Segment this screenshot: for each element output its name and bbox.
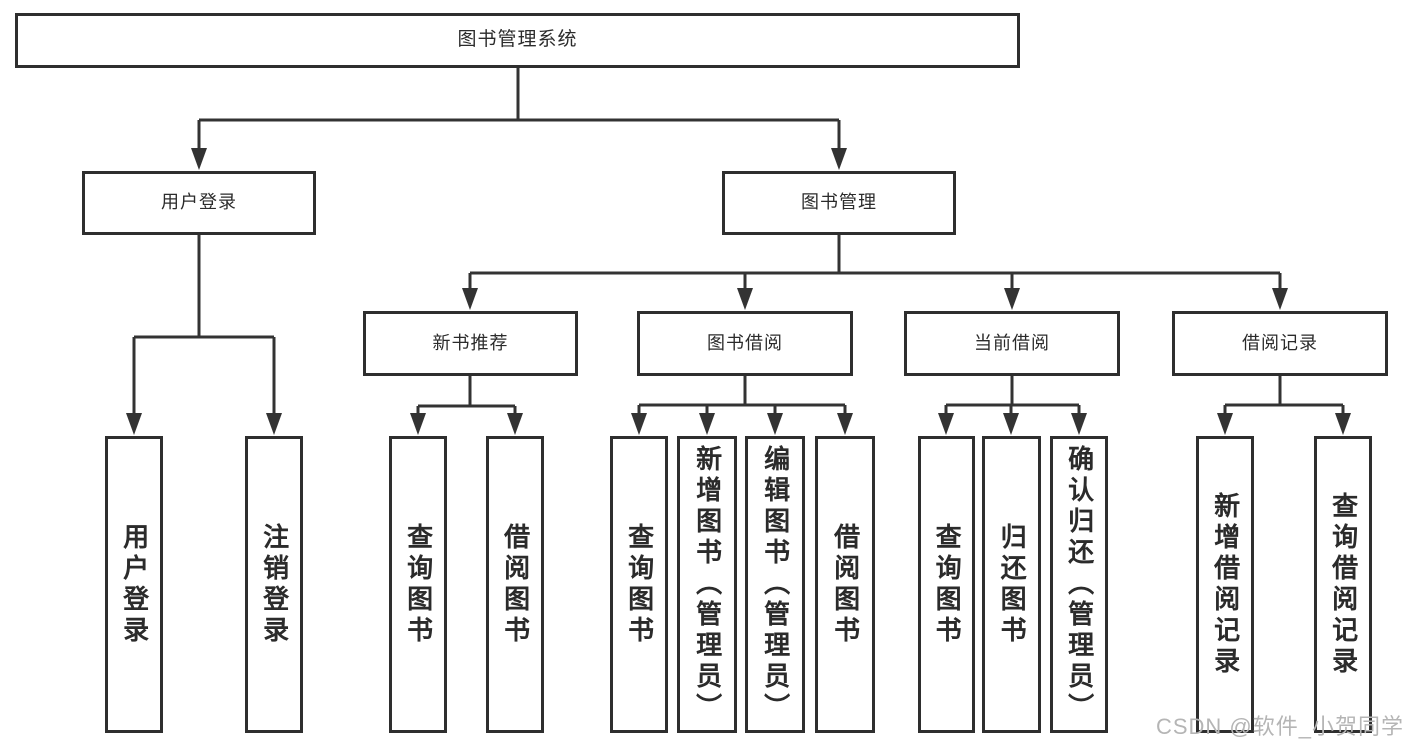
node-label: 用户登录 xyxy=(119,522,150,647)
node-label: 图书管理系统 xyxy=(457,29,578,51)
node-leaf-query-book-borrow: 查询图书 xyxy=(610,436,668,733)
node-leaf-confirm-return-admin: 确认归还（管理员） xyxy=(1050,436,1108,733)
arrowhead xyxy=(831,148,847,170)
arrowhead xyxy=(767,413,783,435)
node-label: 图书借阅 xyxy=(707,332,783,353)
node-label: 新书推荐 xyxy=(432,332,509,353)
node-leaf-query-borrow-record: 查询借阅记录 xyxy=(1314,436,1372,733)
node-leaf-query-book-newrec: 查询图书 xyxy=(389,436,447,733)
node-label: 查询图书 xyxy=(624,522,655,647)
connector-book-mgmt xyxy=(462,235,1288,310)
arrowhead xyxy=(1004,288,1020,310)
arrowhead xyxy=(631,413,647,435)
node-label: 查询借阅记录 xyxy=(1328,491,1359,678)
node-label: 确认归还（管理员） xyxy=(1064,445,1095,724)
arrowhead xyxy=(410,413,426,435)
node-root: 图书管理系统 xyxy=(15,13,1020,68)
node-book-mgmt-group: 图书管理 xyxy=(722,171,956,235)
connector-user-login xyxy=(126,235,282,435)
node-current-borrow: 当前借阅 xyxy=(904,311,1120,376)
node-leaf-return-book: 归还图书 xyxy=(982,436,1041,733)
node-label: 借阅记录 xyxy=(1242,332,1318,353)
connector-root xyxy=(191,68,847,170)
node-label: 当前借阅 xyxy=(974,332,1050,353)
node-label: 图书管理 xyxy=(801,192,877,213)
node-leaf-borrow-book-borrow: 借阅图书 xyxy=(815,436,875,733)
node-new-book-rec: 新书推荐 xyxy=(363,311,578,376)
node-leaf-logout: 注销登录 xyxy=(245,436,303,733)
node-label: 新增借阅记录 xyxy=(1210,491,1241,678)
node-user-login-group: 用户登录 xyxy=(82,171,316,235)
arrowhead xyxy=(462,288,478,310)
node-leaf-borrow-book-newrec: 借阅图书 xyxy=(486,436,544,733)
arrowhead xyxy=(507,413,523,435)
node-label: 查询图书 xyxy=(403,522,434,647)
arrowhead xyxy=(737,288,753,310)
node-label: 编辑图书（管理员） xyxy=(760,445,791,724)
connector-current-borrow xyxy=(938,376,1087,435)
connector-new-book-rec xyxy=(410,376,523,435)
arrowhead xyxy=(1003,413,1019,435)
arrowhead xyxy=(938,413,954,435)
node-leaf-add-book-admin: 新增图书（管理员） xyxy=(677,436,737,733)
node-label: 用户登录 xyxy=(161,192,237,213)
arrowhead xyxy=(1071,413,1087,435)
node-leaf-user-login: 用户登录 xyxy=(105,436,163,733)
node-label: 借阅图书 xyxy=(500,522,531,647)
arrowhead xyxy=(1272,288,1288,310)
node-label: 归还图书 xyxy=(997,522,1028,647)
node-label: 查询图书 xyxy=(932,522,963,647)
node-leaf-edit-book-admin: 编辑图书（管理员） xyxy=(745,436,805,733)
node-leaf-add-borrow-record: 新增借阅记录 xyxy=(1196,436,1254,733)
connector-borrow-records xyxy=(1217,376,1351,435)
node-book-borrow: 图书借阅 xyxy=(637,311,853,376)
arrowhead xyxy=(837,413,853,435)
arrowhead xyxy=(191,148,207,170)
node-leaf-query-book-current: 查询图书 xyxy=(918,436,975,733)
arrowhead xyxy=(699,413,715,435)
arrowhead xyxy=(1217,413,1233,435)
node-label: 新增图书（管理员） xyxy=(692,445,723,724)
arrowhead xyxy=(126,413,142,435)
arrowhead xyxy=(1335,413,1351,435)
node-label: 借阅图书 xyxy=(830,522,861,647)
arrowhead xyxy=(266,413,282,435)
node-label: 注销登录 xyxy=(259,522,290,647)
node-borrow-records: 借阅记录 xyxy=(1172,311,1388,376)
connector-book-borrow xyxy=(631,376,853,435)
